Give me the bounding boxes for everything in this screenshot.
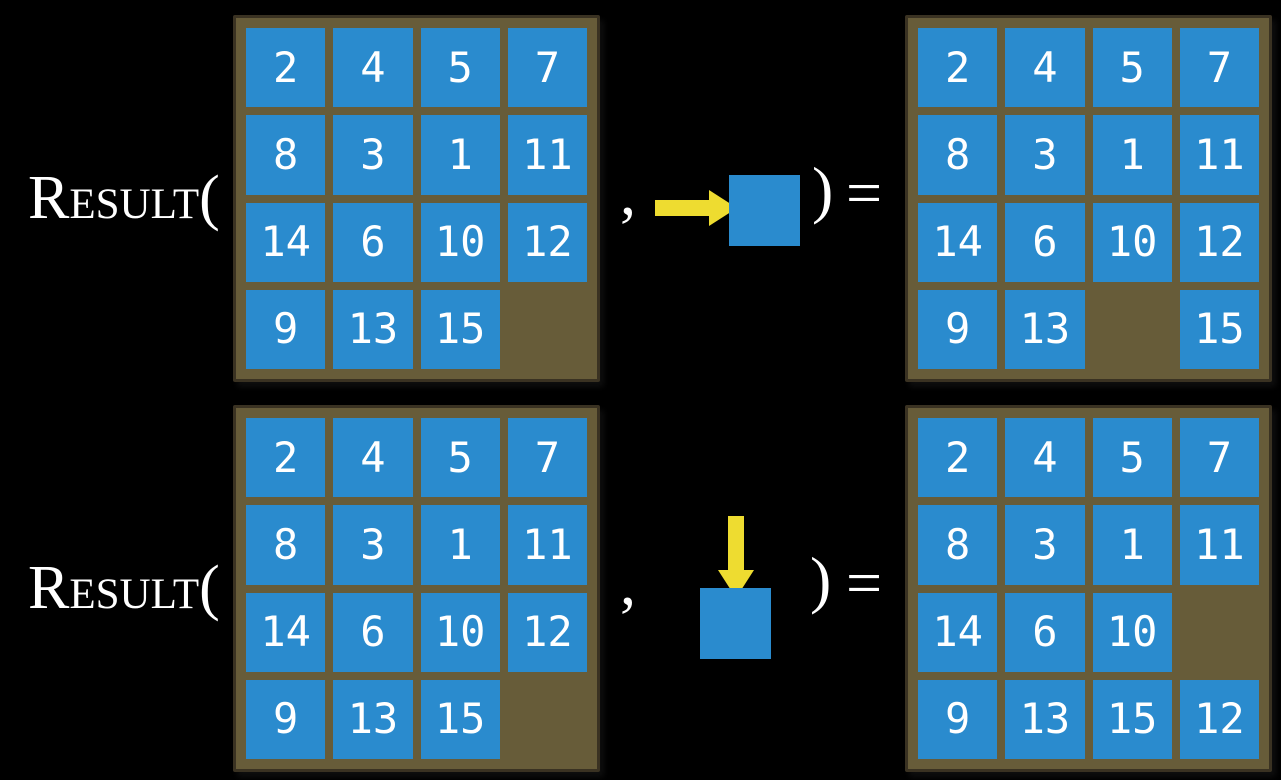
- puzzle-tile: 9: [246, 289, 326, 369]
- puzzle-tile: 5: [420, 418, 500, 498]
- puzzle-tile: 8: [918, 115, 998, 195]
- puzzle-tile: 7: [1179, 28, 1259, 108]
- puzzle-tile: 10: [420, 592, 500, 672]
- comma-separator: ,: [620, 157, 636, 228]
- puzzle-tile: 9: [918, 679, 998, 759]
- puzzle-tile: 14: [246, 592, 326, 672]
- puzzle-tile: 2: [918, 28, 998, 108]
- blank-cell: [1180, 593, 1259, 672]
- puzzle-tile: 3: [333, 505, 413, 585]
- puzzle-tile: 11: [1179, 115, 1259, 195]
- puzzle-tile: 2: [246, 28, 326, 108]
- puzzle-tile: 4: [333, 28, 413, 108]
- puzzle-tile: 14: [246, 202, 326, 282]
- puzzle-tile: 13: [333, 289, 413, 369]
- puzzle-tile: 4: [333, 418, 413, 498]
- moving-tile: [729, 175, 800, 246]
- close-paren: ): [812, 154, 834, 225]
- puzzle-tile: 2: [246, 418, 326, 498]
- equals-sign: =: [846, 157, 883, 228]
- puzzle-tile: 2: [918, 418, 998, 498]
- puzzle-tile: 15: [1092, 679, 1172, 759]
- blank-cell: [508, 680, 587, 759]
- puzzle-tile: 7: [507, 28, 587, 108]
- puzzle-tile: 4: [1005, 418, 1085, 498]
- puzzle-tile: 12: [507, 202, 587, 282]
- puzzle-tile: 8: [246, 115, 326, 195]
- puzzle-tile: 9: [918, 289, 998, 369]
- puzzle-tile: 6: [333, 592, 413, 672]
- puzzle-tile: 4: [1005, 28, 1085, 108]
- puzzle-tile: 1: [1092, 505, 1172, 585]
- puzzle-tile: 10: [420, 202, 500, 282]
- moving-tile: [700, 588, 771, 659]
- puzzle-tile: 13: [333, 679, 413, 759]
- puzzle-tile: 14: [918, 592, 998, 672]
- puzzle-tile: 15: [1179, 289, 1259, 369]
- puzzle-tile: 6: [1005, 592, 1085, 672]
- puzzle-tile: 3: [333, 115, 413, 195]
- puzzle-tile: 15: [420, 289, 500, 369]
- puzzle-tile: 6: [1005, 202, 1085, 282]
- puzzle-tile: 13: [1005, 289, 1085, 369]
- right-arrow-icon: [655, 190, 737, 226]
- puzzle-tile: 3: [1005, 115, 1085, 195]
- puzzle-tile: 12: [507, 592, 587, 672]
- result-function-label: Result(: [28, 554, 220, 622]
- puzzle-tile: 11: [507, 115, 587, 195]
- puzzle-tile: 8: [246, 505, 326, 585]
- puzzle-tile: 11: [1179, 505, 1259, 585]
- puzzle-tile: 5: [1092, 418, 1172, 498]
- puzzle-tile: 5: [420, 28, 500, 108]
- puzzle-tile: 9: [246, 679, 326, 759]
- puzzle-tile: 5: [1092, 28, 1172, 108]
- result-function-label: Result(: [28, 164, 220, 232]
- puzzle-tile: 12: [1179, 679, 1259, 759]
- puzzle-tile: 1: [420, 505, 500, 585]
- puzzle-tile: 3: [1005, 505, 1085, 585]
- puzzle-tile: 1: [420, 115, 500, 195]
- puzzle-tile: 14: [918, 202, 998, 282]
- puzzle-tile: 10: [1092, 592, 1172, 672]
- puzzle-tile: 7: [1179, 418, 1259, 498]
- puzzle-tile: 6: [333, 202, 413, 282]
- down-arrow-icon: [718, 516, 754, 598]
- puzzle-tile: 8: [918, 505, 998, 585]
- puzzle-tile: 12: [1179, 202, 1259, 282]
- puzzle-tile: 11: [507, 505, 587, 585]
- puzzle-tile: 7: [507, 418, 587, 498]
- puzzle-tile: 10: [1092, 202, 1172, 282]
- puzzle-tile: 15: [420, 679, 500, 759]
- close-paren: ): [810, 544, 832, 615]
- equals-sign: =: [846, 547, 883, 618]
- comma-separator: ,: [620, 547, 636, 618]
- puzzle-tile: 1: [1092, 115, 1172, 195]
- puzzle-tile: 13: [1005, 679, 1085, 759]
